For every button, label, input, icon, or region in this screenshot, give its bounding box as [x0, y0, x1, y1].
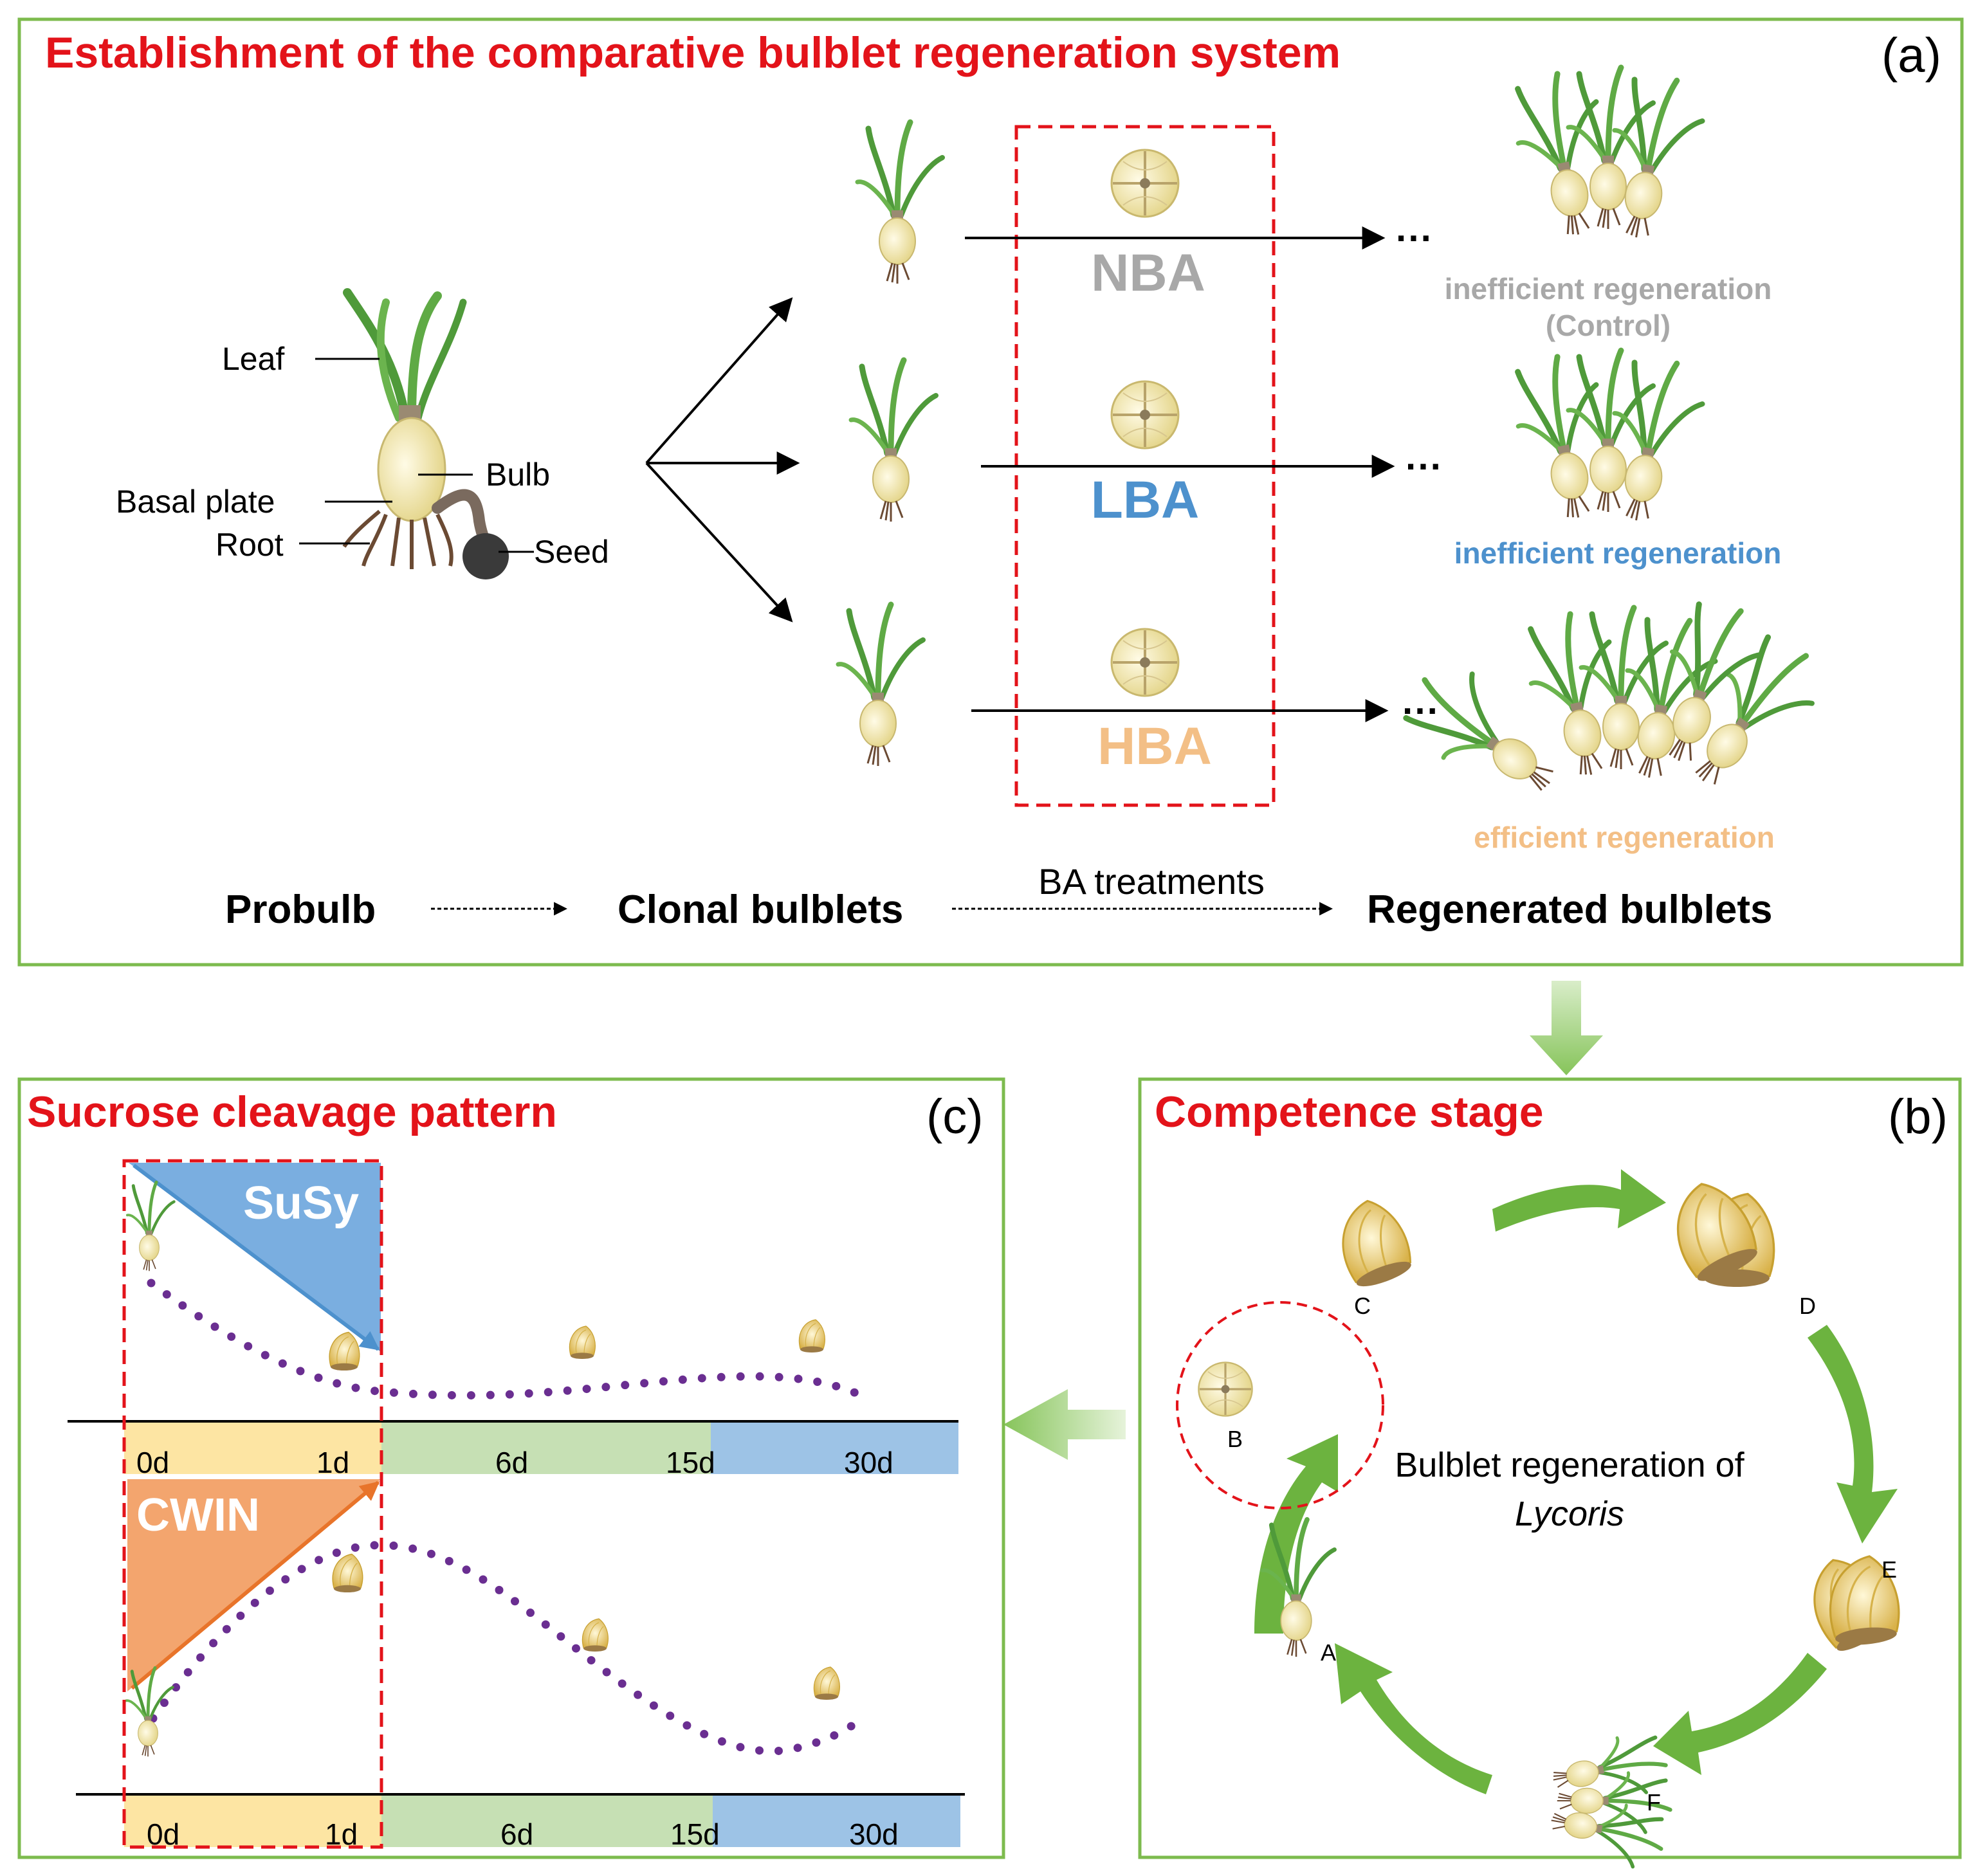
flow-probulb: Probulb: [225, 888, 376, 932]
code-nba: NBA: [1091, 244, 1205, 302]
label-leaf: Leaf: [222, 341, 284, 377]
treated-disc-1: [1110, 149, 1180, 218]
timeline-bottom-band-15-30d: [713, 1796, 960, 1847]
early-phase-highlight-box: [122, 1159, 383, 1849]
cycle-arrow-b-to-c: [1254, 1434, 1338, 1634]
clonal-bulblet-1: [857, 122, 942, 284]
panel-b-title: Competence stage: [1155, 1088, 1544, 1136]
panel-c: Sucrose cleavage pattern (c) SuSy 0d 1d …: [17, 1077, 1005, 1859]
timeline-top-15d: 15d: [666, 1446, 715, 1479]
stage-label-c: C: [1354, 1293, 1371, 1319]
stage-e-illustration: [1794, 1547, 1903, 1659]
cycle-arrows: [1254, 1169, 1898, 1794]
stage-label-a: A: [1321, 1639, 1336, 1666]
panel-c-title: Sucrose cleavage pattern: [27, 1088, 557, 1136]
timeline-top-1d: 1d: [316, 1446, 349, 1479]
seed-icon: [462, 533, 509, 579]
stage-d-illustration: [1658, 1172, 1775, 1289]
timeline-bottom-30d: 30d: [849, 1817, 899, 1851]
panel-b-tag: (b): [1888, 1089, 1948, 1144]
timeline-top-30d: 30d: [844, 1446, 893, 1479]
cwin-stage-plantlet: [126, 1668, 173, 1756]
result-hba: efficient regeneration: [1474, 821, 1775, 854]
regenerated-cluster-lba: [1506, 350, 1708, 528]
susy-stage-plantlet: [127, 1182, 174, 1271]
code-lba: LBA: [1091, 471, 1200, 529]
cwin-stage-scale-1d: [332, 1553, 363, 1593]
result-nba-line2: (Control): [1546, 309, 1671, 342]
competence-highlight-circle: [1176, 1301, 1384, 1509]
susy-stage-scale-1d: [329, 1331, 360, 1371]
branch-arrows: [645, 297, 800, 623]
cycle-arrow-c-to-d: [1492, 1169, 1666, 1232]
flow-clonal: Clonal bulblets: [618, 888, 903, 932]
stage-label-d: D: [1799, 1293, 1816, 1319]
stage-label-b: B: [1227, 1426, 1243, 1452]
cwin-arrow: [131, 1480, 380, 1690]
panel-c-tag: (c): [926, 1089, 984, 1144]
susy-trend-dots: [147, 1279, 863, 1400]
timeline-top-band-0-1d: [124, 1423, 381, 1474]
treated-disc-2: [1110, 380, 1180, 450]
clonal-bulblet-3: [838, 605, 923, 766]
cwin-stage-scale-15d: [813, 1666, 840, 1700]
timeline-bottom-band-1-15d: [381, 1796, 713, 1847]
panel-b: Competence stage (b) A B C D E F Bu: [1138, 1077, 1962, 1871]
cycle-center-line1: Bulblet regeneration of: [1395, 1446, 1744, 1484]
timeline-bottom-0d: 0d: [147, 1817, 179, 1851]
cwin-stage-scale-6d: [581, 1618, 609, 1652]
timeline-top-6d: 6d: [495, 1446, 528, 1479]
susy-arrow: [133, 1163, 380, 1351]
cycle-center-line2: Lycoris: [1515, 1495, 1624, 1533]
label-basal-plate: Basal plate: [116, 484, 275, 520]
timeline-bottom-band-0-1d: [124, 1796, 381, 1847]
stage-b-illustration: [1197, 1361, 1254, 1417]
timeline-top-band-15-30d: [711, 1423, 958, 1474]
susy-label: SuSy: [243, 1178, 359, 1229]
stage-c-illustration: [1328, 1192, 1418, 1293]
label-bulb: Bulb: [486, 457, 550, 493]
regenerated-cluster-hba: [1395, 595, 1833, 816]
probulb-leader-lines: [299, 358, 534, 553]
timeline-top-band-1-15d: [381, 1423, 711, 1474]
flow-regenerated: Regenerated bulblets: [1367, 888, 1772, 932]
cycle-arrow-e-to-f: [1653, 1653, 1827, 1775]
timeline-bottom-15d: 15d: [670, 1817, 720, 1851]
panel-a-border: [17, 17, 1964, 967]
panel-a-title: Establishment of the comparative bulblet…: [45, 28, 1341, 77]
timeline-top-0d: 0d: [136, 1446, 169, 1479]
label-seed: Seed: [534, 534, 609, 570]
ellipsis-nba: ···: [1396, 217, 1433, 259]
regenerated-cluster-nba: [1506, 67, 1708, 245]
panel-a: Establishment of the comparative bulblet…: [17, 17, 1964, 967]
cwin-label: CWIN: [136, 1489, 260, 1541]
clonal-bulblet-2: [851, 360, 936, 522]
arrow-a-to-b: [1530, 981, 1603, 1075]
panel-a-tag: (a): [1882, 28, 1941, 83]
cycle-arrow-d-to-e: [1808, 1325, 1898, 1544]
arrow-b-to-c: [1003, 1389, 1126, 1460]
code-hba: HBA: [1097, 717, 1212, 776]
panel-b-border: [1138, 1077, 1962, 1859]
stage-label-f: F: [1647, 1789, 1661, 1816]
result-lba: inefficient regeneration: [1454, 536, 1782, 570]
label-root: Root: [215, 527, 284, 563]
flow-ba-treatments: BA treatments: [1038, 861, 1265, 902]
result-nba-line1: inefficient regeneration: [1445, 272, 1772, 305]
probulb-illustration: [342, 288, 509, 579]
treated-disc-3: [1110, 628, 1180, 697]
ellipsis-lba: ···: [1406, 446, 1443, 487]
timeline-bottom-1d: 1d: [325, 1817, 358, 1851]
stage-label-e: E: [1882, 1556, 1897, 1583]
susy-stage-scale-15d: [798, 1319, 825, 1353]
susy-stage-scale-6d: [569, 1325, 596, 1360]
cycle-arrow-f-to-a: [1335, 1643, 1492, 1794]
panel-c-border: [17, 1077, 1005, 1859]
timeline-bottom-6d: 6d: [500, 1817, 533, 1851]
